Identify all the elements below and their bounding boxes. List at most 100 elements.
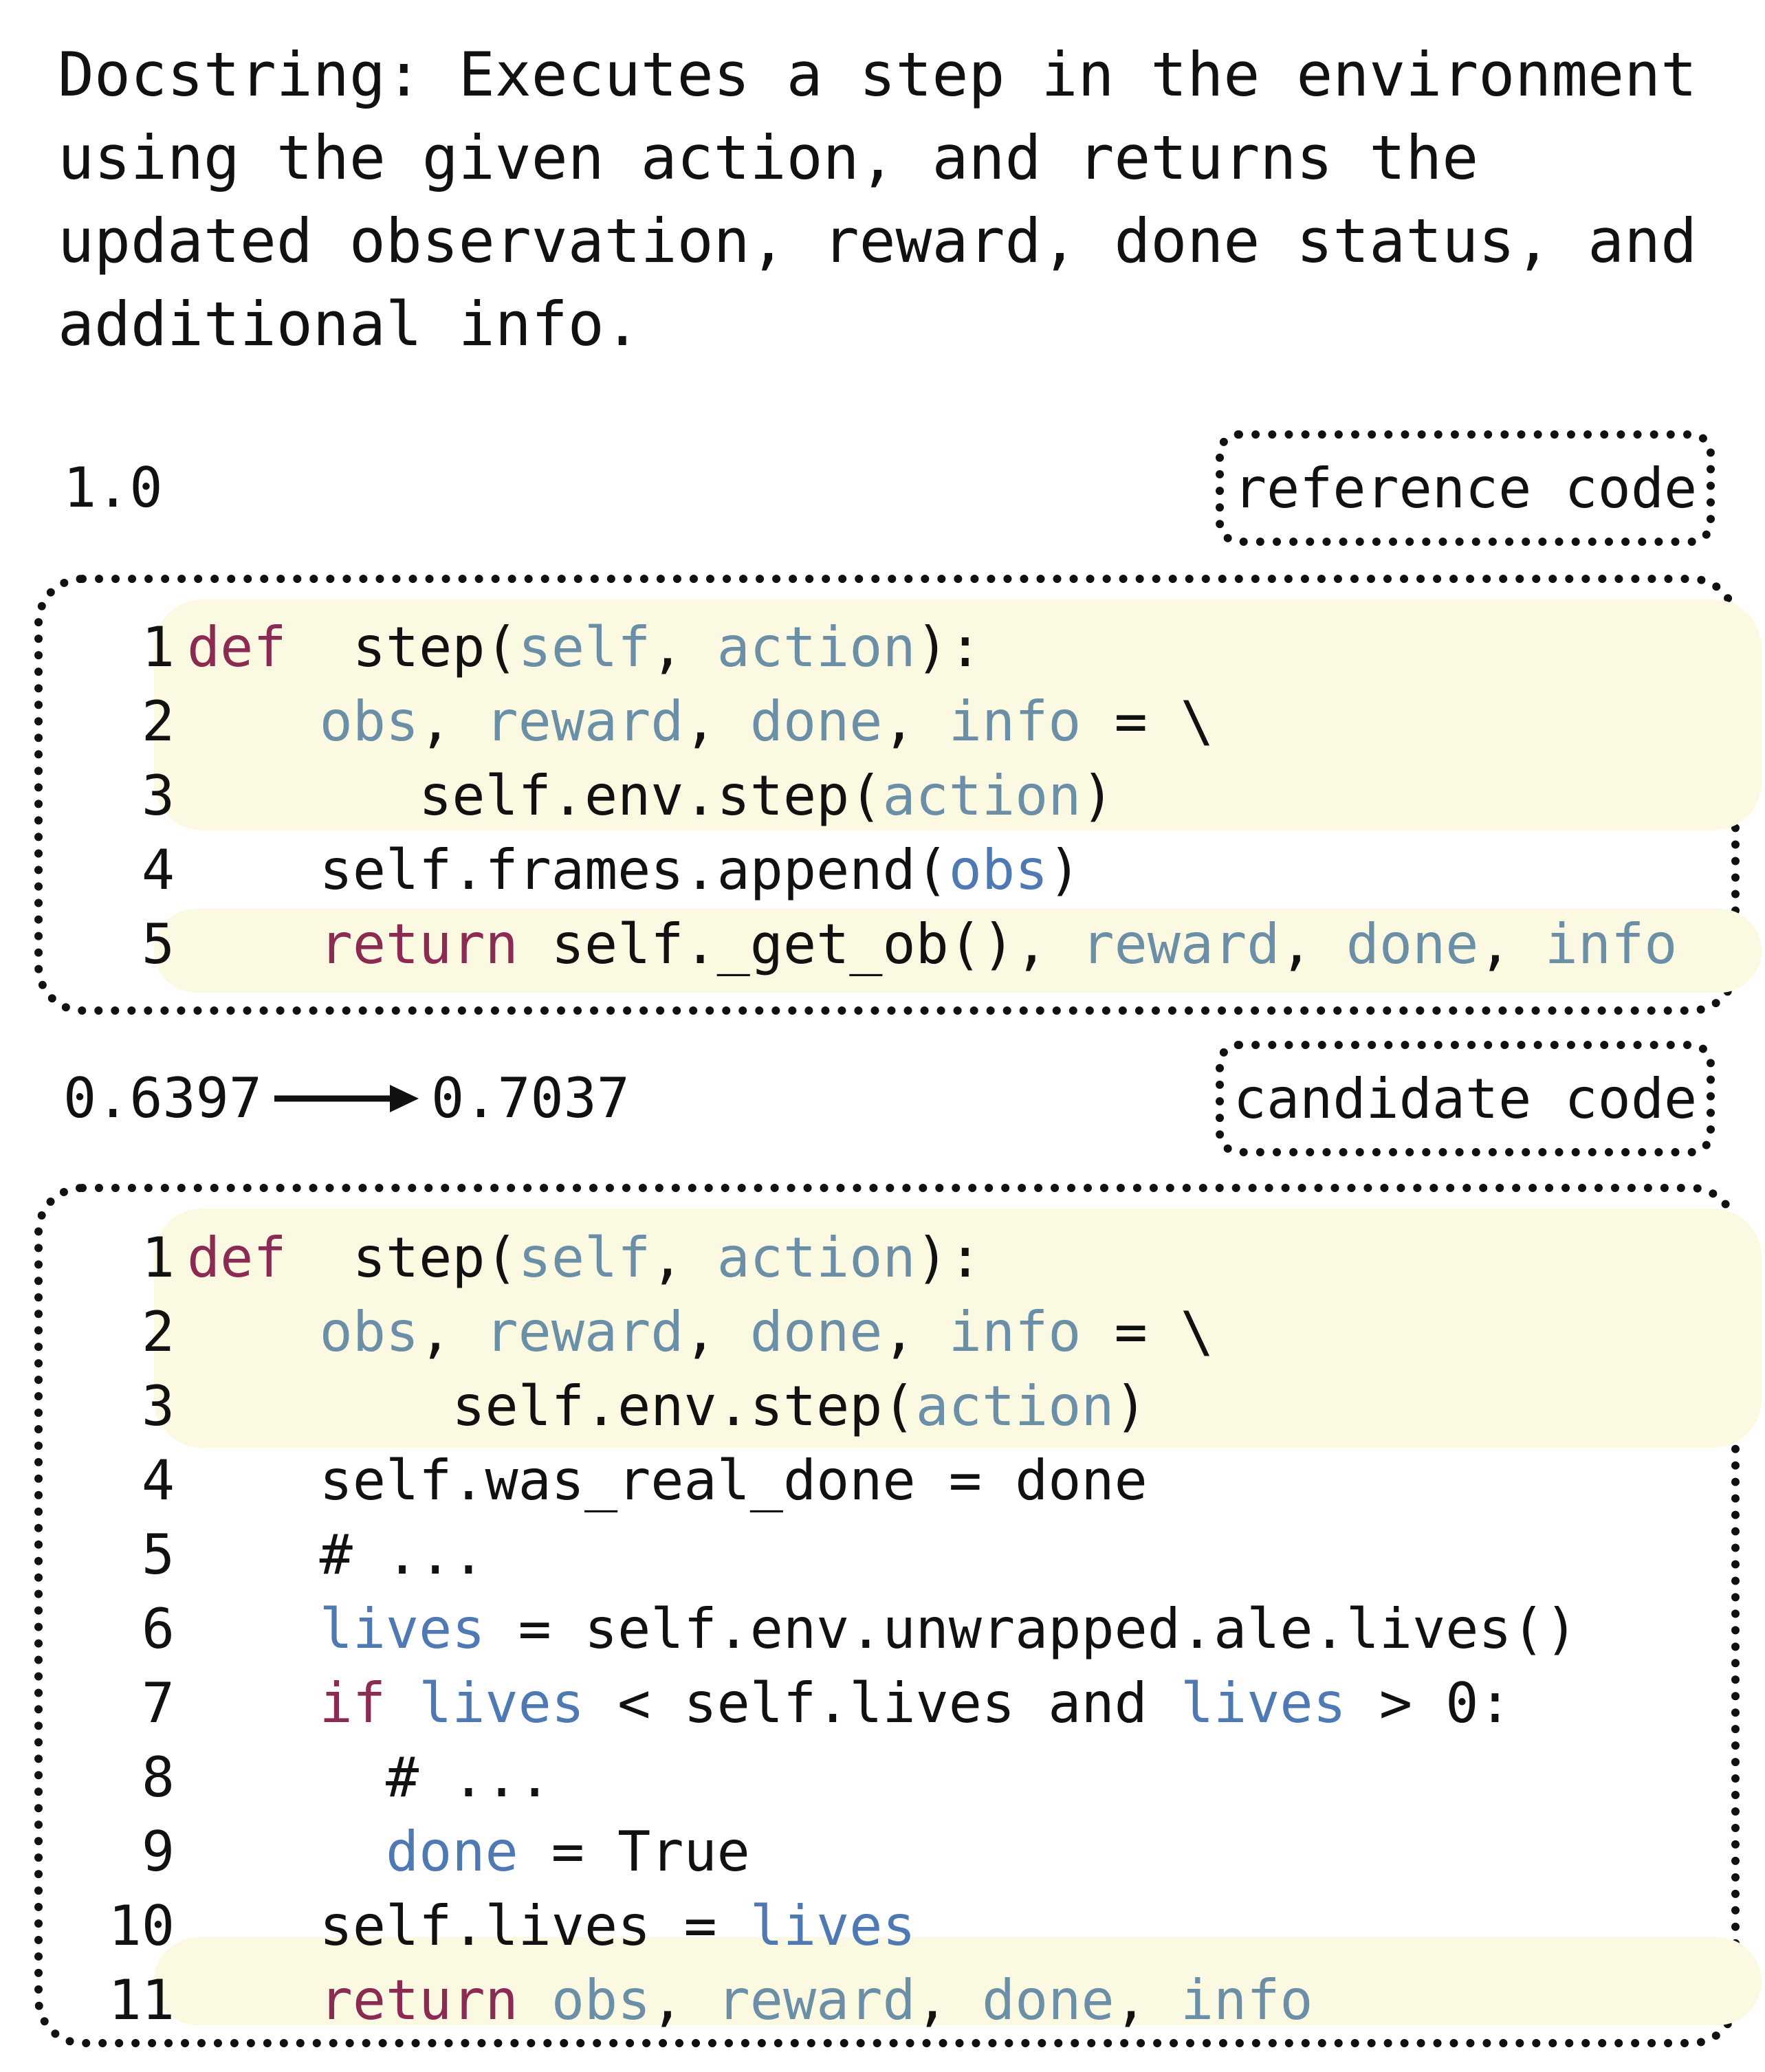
code-text	[187, 1300, 320, 1364]
code-text: # ...	[187, 1523, 485, 1587]
code-text: ,	[419, 1300, 485, 1364]
code-variable: obs	[948, 838, 1049, 902]
code-variable: action	[882, 764, 1082, 828]
code-variable: action	[716, 1226, 916, 1290]
code-text	[386, 1671, 419, 1735]
code-text: = self.env.unwrapped.ale.lives()	[485, 1597, 1578, 1661]
code-text: self.frames.append(	[187, 838, 949, 902]
code-text: ,	[683, 690, 750, 753]
code-variable: done	[1346, 912, 1479, 976]
code-text	[518, 1968, 551, 2032]
code-variable: action	[716, 615, 916, 679]
reference-code-tag: reference code	[1216, 430, 1715, 546]
code-variable: lives	[319, 1597, 485, 1661]
code-text: ,	[650, 1968, 717, 2032]
candidate-code-line: 11 return obs, reward, done, info	[89, 1963, 1578, 2038]
code-text: step(	[286, 1226, 518, 1290]
code-text	[187, 1968, 320, 2032]
code-text: ,	[882, 1300, 949, 1364]
code-text: ,	[683, 1300, 750, 1364]
code-variable: lives	[1180, 1671, 1346, 1735]
code-variable: lives	[419, 1671, 584, 1735]
reference-code-line: 4 self.frames.append(obs)	[89, 833, 1677, 907]
code-text: = \	[1081, 1300, 1214, 1364]
line-number: 3	[141, 1374, 175, 1438]
candidate-code-line: 8 # ...	[89, 1741, 1578, 1815]
reference-highlight-1-3	[154, 599, 1762, 830]
code-text: ):	[915, 615, 982, 679]
code-variable: done	[749, 1300, 883, 1364]
line-number: 11	[108, 1968, 175, 2032]
code-variable: action	[915, 1374, 1115, 1438]
candidate-code-line: 5 # ...	[89, 1518, 1578, 1592]
code-keyword: if	[319, 1671, 386, 1735]
candidate-code-line: 2 obs, reward, done, info = \	[89, 1295, 1578, 1369]
candidate-highlight-1-3	[154, 1209, 1762, 1448]
code-variable: done	[981, 1968, 1115, 2032]
candidate-code-line: 9 done = True	[89, 1815, 1578, 1889]
code-variable: obs	[319, 690, 419, 753]
code-variable: self	[518, 1226, 651, 1290]
code-variable: obs	[319, 1300, 419, 1364]
code-text	[187, 1820, 386, 1884]
code-keyword: def	[187, 615, 287, 679]
code-variable: done	[749, 690, 883, 753]
code-variable: info	[948, 690, 1082, 753]
code-variable: reward	[716, 1968, 916, 2032]
code-text: # ...	[187, 1745, 551, 1809]
code-text: ,	[1478, 912, 1545, 976]
arrow-right-icon	[274, 1085, 419, 1112]
line-number: 9	[141, 1820, 175, 1884]
line-number: 6	[141, 1597, 175, 1661]
code-text: )	[1048, 838, 1082, 902]
line-number: 8	[141, 1745, 175, 1809]
code-text: ,	[650, 1226, 717, 1290]
code-text: ,	[1114, 1968, 1181, 2032]
code-text: self.env.step(	[187, 764, 883, 828]
reference-code-line: 3 self.env.step(action)	[89, 759, 1677, 833]
code-keyword: return	[319, 912, 518, 976]
code-text: self.was_real_done = done	[187, 1448, 1148, 1512]
code-text	[187, 1597, 320, 1661]
code-text: ,	[915, 1968, 982, 2032]
code-variable: reward	[485, 690, 684, 753]
code-text: ,	[419, 690, 485, 753]
line-number: 10	[108, 1894, 175, 1958]
candidate-code-line: 3 self.env.step(action)	[89, 1369, 1578, 1444]
candidate-highlight-11	[154, 1937, 1762, 2025]
code-variable: info	[1544, 912, 1678, 976]
code-variable: obs	[551, 1968, 651, 2032]
code-text: < self.lives and	[584, 1671, 1181, 1735]
line-number: 1	[141, 1226, 175, 1290]
code-text: > 0:	[1346, 1671, 1512, 1735]
code-text: )	[1081, 764, 1115, 828]
candidate-code-line: 10 self.lives = lives	[89, 1889, 1578, 1963]
line-number: 4	[141, 1448, 175, 1512]
code-variable: reward	[485, 1300, 684, 1364]
code-text: self._get_ob(),	[518, 912, 1082, 976]
line-number: 2	[141, 690, 175, 753]
code-text	[187, 1671, 320, 1735]
line-number: 5	[141, 1523, 175, 1587]
code-variable: self	[518, 615, 651, 679]
candidate-score-before: 0.6397	[63, 1066, 262, 1130]
code-variable: reward	[1081, 912, 1280, 976]
code-text: ,	[650, 615, 717, 679]
code-text: ,	[1280, 912, 1346, 976]
code-text: self.env.step(	[187, 1374, 916, 1438]
code-text	[187, 912, 320, 976]
candidate-score-after: 0.7037	[430, 1066, 630, 1130]
line-number: 1	[141, 615, 175, 679]
candidate-code-line: 4 self.was_real_done = done	[89, 1444, 1578, 1518]
code-text	[187, 690, 320, 753]
reference-code-line: 2 obs, reward, done, info = \	[89, 685, 1677, 759]
code-variable: info	[1180, 1968, 1313, 2032]
candidate-code-tag: candidate code	[1216, 1041, 1715, 1156]
docstring-text: Docstring: Executes a step in the enviro…	[58, 39, 1734, 360]
code-text: = \	[1081, 690, 1214, 753]
code-variable: lives	[749, 1894, 916, 1958]
line-number: 3	[141, 764, 175, 828]
